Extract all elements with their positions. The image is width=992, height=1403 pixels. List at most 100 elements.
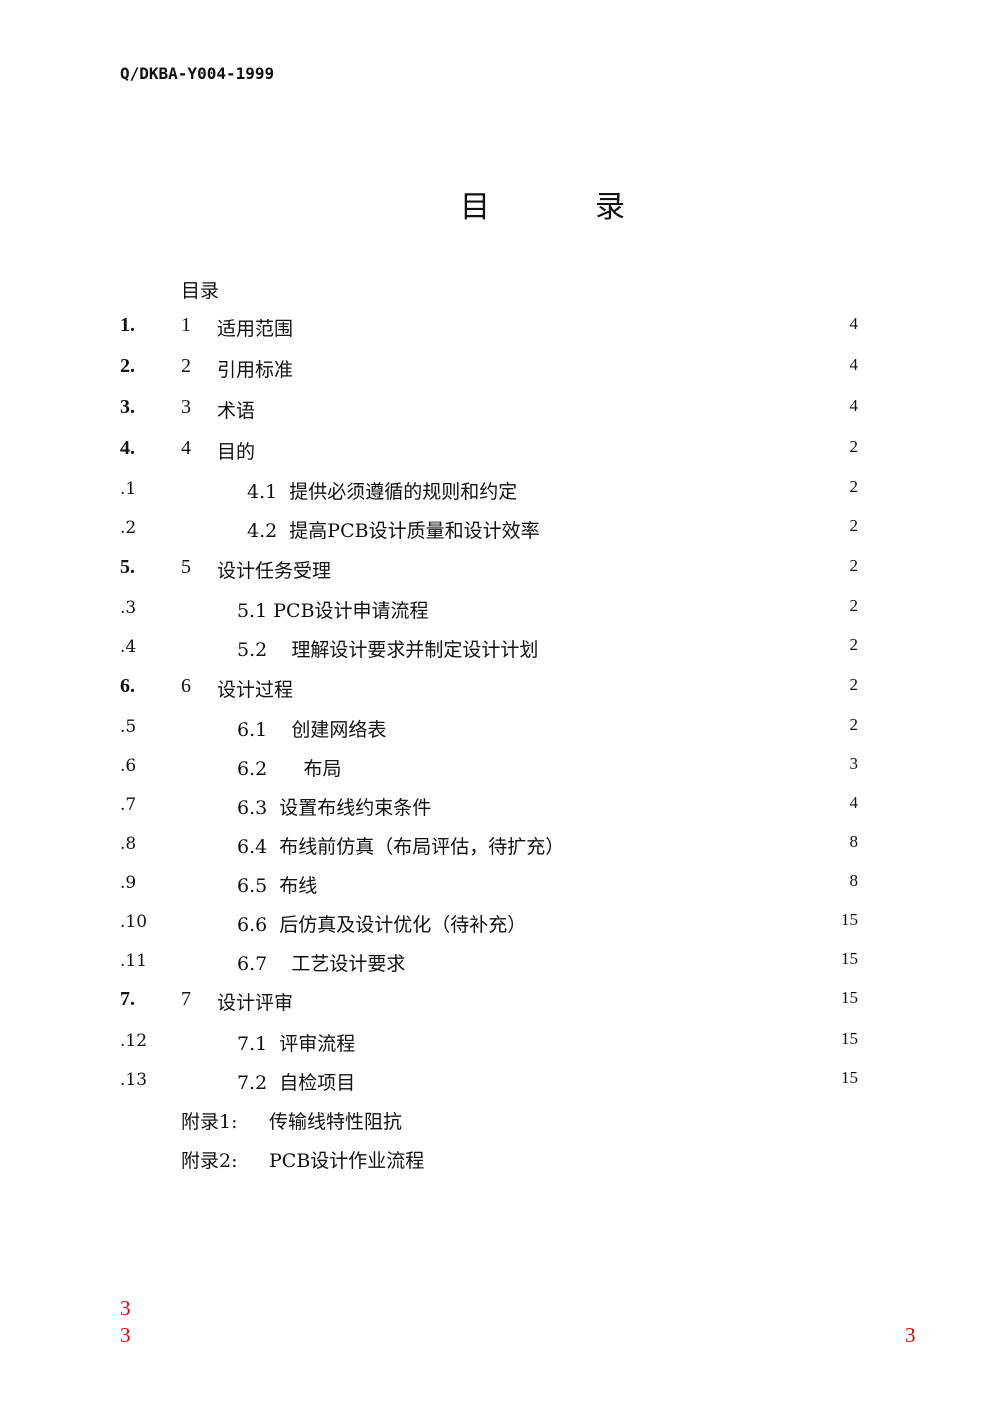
toc-entry-page: 15 [841, 1029, 858, 1048]
toc-entry-page: 2 [849, 675, 859, 694]
toc-entry-section: 6 [181, 675, 191, 697]
toc-entry[interactable]: .6 6.2 布局 3 [0, 754, 992, 784]
toc-entry-section: 1 [181, 314, 191, 336]
toc-entry[interactable]: .12 7.1 评审流程 15 [0, 1029, 992, 1059]
toc-entry-page: 15 [841, 988, 858, 1007]
toc-entry-title: 6.7 工艺设计要求 [237, 953, 406, 975]
toc-entry-number: .13 [120, 1070, 148, 1090]
toc-entry-page: 4 [849, 793, 859, 812]
toc-entry[interactable]: 4. 4 目的 2 [0, 437, 992, 467]
toc-entry-page: 4 [849, 355, 859, 374]
toc-entry-number: .10 [120, 912, 148, 932]
toc-entry-page: 3 [849, 754, 859, 773]
toc-entry-number: 2. [120, 355, 135, 377]
toc-entry-title: 术语 [217, 400, 256, 422]
document-id: Q/DKBA-Y004-1999 [120, 64, 275, 83]
toc-entry-number: .12 [120, 1031, 148, 1051]
toc-entry-title: 5.1 PCB设计申请流程 [237, 600, 429, 622]
appendix-label: 附录2: [181, 1150, 238, 1172]
toc-entry-number: .7 [120, 795, 137, 815]
toc-heading[interactable]: 目录 [181, 280, 220, 302]
toc-entry[interactable]: 1. 1 适用范围 4 [0, 314, 992, 344]
toc-entry-number: .11 [120, 951, 148, 971]
toc-entry-page: 4 [849, 396, 859, 415]
toc-entry-number: .9 [120, 873, 137, 893]
toc-entry[interactable]: .1 4.1 提供必须遵循的规则和约定 2 [0, 477, 992, 507]
toc-entry-title: 7.2 自检项目 [237, 1072, 356, 1094]
toc-entry-number: .3 [120, 598, 137, 618]
toc-entry-number: .2 [120, 518, 137, 538]
toc-entry-number: .1 [120, 479, 137, 499]
toc-entry-section: 3 [181, 396, 191, 418]
toc-entry-page: 2 [849, 635, 859, 654]
toc-entry-title: 4.1 提供必须遵循的规则和约定 [247, 481, 518, 503]
toc-entry-title: 6.1 创建网络表 [237, 719, 387, 741]
toc-entry-number: .6 [120, 756, 137, 776]
toc-entry[interactable]: .4 5.2 理解设计要求并制定设计计划 2 [0, 635, 992, 665]
toc-entry-page: 8 [849, 871, 859, 890]
toc-entry-number: 5. [120, 556, 135, 578]
footer-page-number-right: 3 [905, 1323, 916, 1347]
toc-entry[interactable]: .2 4.2 提高PCB设计质量和设计效率 2 [0, 516, 992, 546]
toc-entry-title: 6.5 布线 [237, 875, 318, 897]
toc-entry[interactable]: .9 6.5 布线 8 [0, 871, 992, 901]
toc-entry-page: 15 [841, 910, 858, 929]
appendix-title: PCB设计作业流程 [269, 1150, 425, 1172]
footer-page-number-bottom: 3 [120, 1323, 131, 1347]
title-char-1: 目 [460, 190, 490, 225]
toc-entry-page: 2 [849, 516, 859, 535]
toc-entry-title: 6.6 后仿真及设计优化（待补充） [237, 914, 527, 936]
toc-entry-number: .8 [120, 834, 137, 854]
page-title: 目录 [460, 182, 625, 226]
toc-entry-section: 7 [181, 988, 191, 1010]
toc-entry-title: 6.4 布线前仿真（布局评估，待扩充） [237, 836, 565, 858]
toc-entry-title: 7.1 评审流程 [237, 1033, 356, 1055]
toc-entry[interactable]: .7 6.3 设置布线约束条件 4 [0, 793, 992, 823]
toc-entry-title: 6.2 布局 [237, 758, 342, 780]
toc-entry-page: 2 [849, 437, 859, 456]
toc-entry[interactable]: 2. 2 引用标准 4 [0, 355, 992, 385]
footer-page-number-top: 3 [120, 1296, 131, 1320]
toc-entry-number: 1. [120, 314, 135, 336]
toc-entry-title: 设计过程 [217, 679, 294, 701]
toc-entry-page: 15 [841, 949, 858, 968]
toc-entry-page: 15 [841, 1068, 858, 1087]
toc-entry-number: .5 [120, 717, 137, 737]
toc-entry-page: 2 [849, 477, 859, 496]
toc-entry-title: 适用范围 [217, 318, 294, 340]
toc-entry-title: 设计评审 [217, 992, 294, 1014]
toc-entry-page: 2 [849, 596, 859, 615]
toc-entry[interactable]: .11 6.7 工艺设计要求 15 [0, 949, 992, 979]
toc-entry-title: 引用标准 [217, 359, 294, 381]
toc-entry[interactable]: .8 6.4 布线前仿真（布局评估，待扩充） 8 [0, 832, 992, 862]
toc-entry[interactable]: 6. 6 设计过程 2 [0, 675, 992, 705]
toc-entry[interactable]: .10 6.6 后仿真及设计优化（待补充） 15 [0, 910, 992, 940]
toc-entry-section: 5 [181, 556, 191, 578]
toc-entry-title: 6.3 设置布线约束条件 [237, 797, 432, 819]
appendix-entry[interactable]: 附录2: PCB设计作业流程 [181, 1146, 424, 1173]
toc-entry-page: 2 [849, 556, 859, 575]
toc-entry[interactable]: 7. 7 设计评审 15 [0, 988, 992, 1018]
toc-entry-page: 4 [849, 314, 859, 333]
toc-entry-number: .4 [120, 637, 137, 657]
toc-entry-number: 7. [120, 988, 135, 1010]
title-char-2: 录 [595, 190, 625, 225]
toc-entry[interactable]: 5. 5 设计任务受理 2 [0, 556, 992, 586]
toc-entry-page: 8 [849, 832, 859, 851]
toc-entry-number: 6. [120, 675, 135, 697]
toc-entry-section: 4 [181, 437, 191, 459]
toc-entry-title: 5.2 理解设计要求并制定设计计划 [237, 639, 539, 661]
appendix-entry[interactable]: 附录1: 传输线特性阻抗 [181, 1107, 402, 1134]
toc-entry-title: 4.2 提高PCB设计质量和设计效率 [247, 520, 540, 542]
appendix-label: 附录1: [181, 1111, 238, 1133]
toc-entry-number: 4. [120, 437, 135, 459]
appendix-title: 传输线特性阻抗 [269, 1111, 403, 1133]
toc-entry[interactable]: .13 7.2 自检项目 15 [0, 1068, 992, 1098]
toc-entry-page: 2 [849, 715, 859, 734]
toc-entry-section: 2 [181, 355, 191, 377]
toc-entry[interactable]: .5 6.1 创建网络表 2 [0, 715, 992, 745]
toc-entry-title: 目的 [217, 441, 256, 463]
toc-entry[interactable]: .3 5.1 PCB设计申请流程 2 [0, 596, 992, 626]
toc-entry-title: 设计任务受理 [217, 560, 332, 582]
